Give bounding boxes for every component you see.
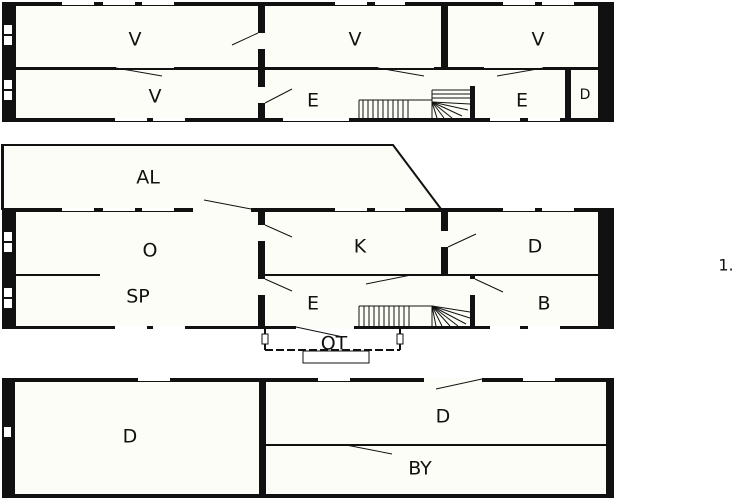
room-label-ot: OT: [321, 333, 348, 355]
room-label-al: AL: [136, 167, 160, 189]
room-label-k: K: [354, 236, 367, 258]
upper-floor: V V V V E E D: [2, 2, 614, 122]
room-label-d2: D: [528, 236, 543, 258]
room-label-by: BY: [408, 458, 432, 480]
room-label-d3: D: [123, 426, 138, 448]
room-label-o: O: [143, 240, 158, 262]
staircase-upper: [358, 89, 471, 119]
room-label-v3: V: [349, 29, 362, 51]
room-label-v4: V: [532, 29, 545, 51]
room-label-b: B: [537, 293, 550, 315]
room-label-e1: E: [307, 90, 319, 112]
ground-floor: AL O SP K D E B OT: [1, 144, 614, 364]
terrace-outline: [1, 144, 443, 210]
room-label-e2: E: [516, 90, 528, 112]
basement: D D BY: [2, 378, 614, 498]
staircase-ground: [358, 305, 471, 327]
room-label-v1: V: [129, 29, 142, 51]
room-label-d4: D: [436, 406, 451, 428]
room-label-e3: E: [307, 293, 319, 315]
room-label-sp: SP: [126, 286, 150, 308]
room-label-v2: V: [149, 86, 162, 108]
porch: [261, 329, 404, 364]
scale-label: 1.: [718, 256, 733, 275]
room-label-d1: D: [580, 87, 591, 103]
